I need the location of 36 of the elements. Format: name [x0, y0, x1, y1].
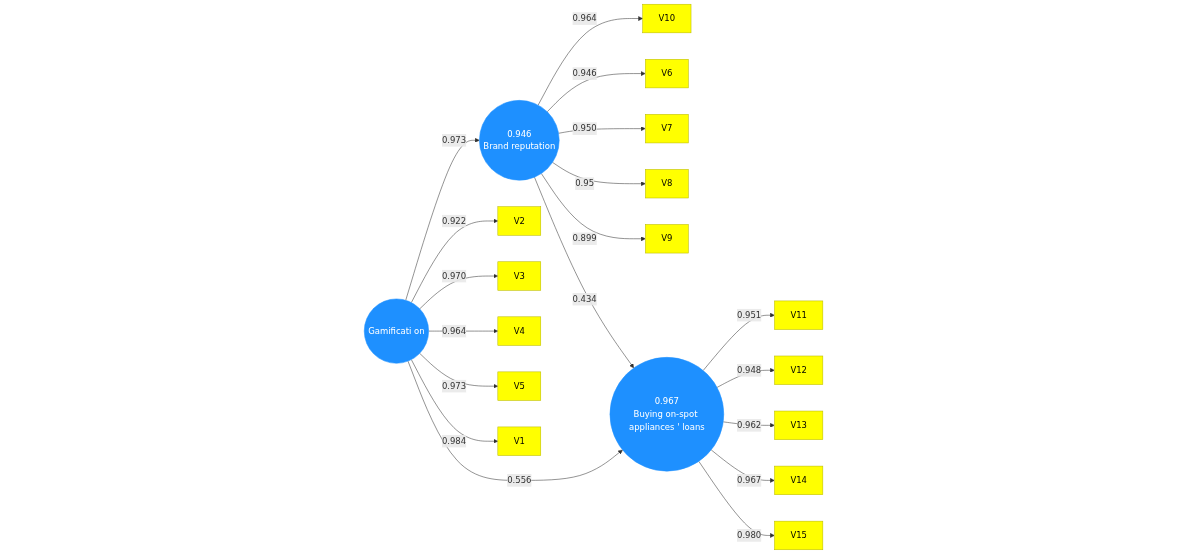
edge-label: 0.973	[442, 380, 467, 391]
node-box: V9	[645, 224, 690, 254]
edge-label: 0.946	[572, 68, 598, 79]
edge-label: 0.951	[737, 309, 762, 320]
node-box: V12	[774, 355, 824, 385]
edge-label: 0.964	[442, 325, 467, 336]
node-box: V15	[774, 520, 824, 550]
edge-label: 0.970	[442, 270, 467, 281]
edge-label: 0.950	[572, 123, 598, 134]
edge-label: 0.973	[442, 135, 467, 146]
node-box: V4	[498, 316, 542, 346]
edge-label: 0.962	[737, 420, 762, 431]
node-circle: 0.946 Brand reputation	[479, 100, 560, 181]
node-box: V7	[645, 114, 690, 144]
edge-label: 0.980	[737, 530, 762, 541]
node-box: V13	[774, 410, 824, 440]
node-circle: Gamificati on	[364, 298, 430, 364]
node-box: V11	[774, 300, 824, 330]
edge-label: 0.95	[575, 178, 595, 189]
node-box: V3	[498, 261, 542, 291]
node-box: V8	[645, 169, 690, 199]
edge-label: 0.967	[737, 475, 762, 486]
edge-label: 0.434	[572, 293, 598, 305]
edge-label: 0.964	[572, 13, 598, 24]
node-box: V14	[774, 465, 824, 495]
node-box: V1	[498, 426, 542, 456]
edge-label: 0.899	[572, 233, 598, 244]
node-box: V5	[498, 371, 542, 401]
node-box: V6	[645, 59, 690, 89]
edge-label: 0.556	[507, 475, 532, 486]
node-circle: 0.967 Buying on-spot appliances ' loans	[610, 357, 725, 472]
edge-label: 0.922	[442, 215, 467, 226]
node-box: V10	[642, 3, 692, 34]
edge-label: 0.948	[737, 364, 762, 376]
edge-label: 0.984	[442, 435, 467, 446]
node-box: V2	[498, 206, 542, 236]
